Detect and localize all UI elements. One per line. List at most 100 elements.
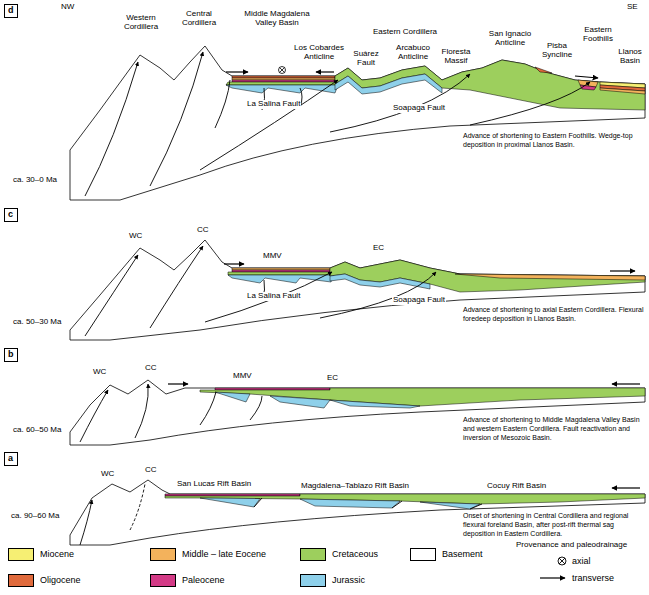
section-label: Cocuy Rift Basin xyxy=(486,482,547,491)
jurassic-layer xyxy=(200,498,260,507)
faults-c xyxy=(85,246,436,336)
fault xyxy=(254,498,262,507)
legend-swatch xyxy=(300,574,326,587)
section-label: MMV xyxy=(262,252,283,261)
legend-text: Paleocene xyxy=(182,575,225,586)
section-label: Floresta Massif xyxy=(436,48,476,66)
cretaceous-layer xyxy=(330,260,645,292)
panel-letter: a xyxy=(8,453,14,465)
legend-text: Miocene xyxy=(40,549,74,560)
fault xyxy=(130,484,145,530)
section-label: MMV xyxy=(232,372,253,381)
section-label: SE xyxy=(626,3,639,12)
eocene-layer xyxy=(455,274,645,280)
section-c xyxy=(70,240,645,340)
transverse-arrow xyxy=(610,270,635,271)
section-label: WC xyxy=(92,368,107,377)
fault xyxy=(85,255,138,336)
panel-letter: c xyxy=(8,209,14,221)
section-label: San Ignacio Anticline xyxy=(484,30,536,48)
fault xyxy=(205,272,332,322)
section-label: ca. 90–60 Ma xyxy=(10,512,60,521)
fault xyxy=(80,500,92,545)
section-label: WC xyxy=(100,470,115,479)
legend-text: Jurassic xyxy=(332,575,365,586)
panel-letter-box: a xyxy=(4,452,18,466)
jurassic-layer xyxy=(330,274,430,289)
cretaceous-layer xyxy=(200,388,645,406)
fault xyxy=(470,82,590,125)
section-label: San Lucas Rift Basin xyxy=(176,480,252,489)
section-label: EC xyxy=(326,374,339,383)
jurassic-layer xyxy=(420,502,480,509)
section-label: La Salina Fault xyxy=(246,100,301,109)
basement xyxy=(70,380,645,445)
oligocene-layer xyxy=(535,67,552,73)
faults-a xyxy=(80,484,482,545)
section-label: Central Cordillera xyxy=(176,10,222,28)
jurassic-layer xyxy=(270,396,330,408)
legend-swatch xyxy=(150,574,176,587)
transverse-arrow xyxy=(316,71,334,72)
stage-note: Advance of shortening to Eastern Foothil… xyxy=(462,132,646,150)
paleocene-layer xyxy=(232,80,335,82)
section-label: Soapaga Fault xyxy=(392,296,446,305)
paleocene-layer xyxy=(165,494,300,496)
legend-text: transverse xyxy=(572,573,614,584)
legend-text: axial xyxy=(572,556,591,567)
paleodrainage-a xyxy=(612,487,640,488)
fault xyxy=(150,52,203,186)
section-label: Suárez Fault xyxy=(350,50,382,68)
paleocene-layer xyxy=(215,388,330,390)
paleocene-layer xyxy=(232,270,330,272)
section-b xyxy=(70,380,645,445)
transverse-arrow xyxy=(168,383,188,384)
fault xyxy=(85,62,138,196)
fault xyxy=(215,80,230,128)
legend-swatch xyxy=(8,548,34,561)
panel-letter-box: b xyxy=(4,348,18,362)
stage-note: Advance of shortening to Middle Magdalen… xyxy=(462,416,646,442)
section-label: ca. 50–30 Ma xyxy=(12,318,62,327)
section-label: EC xyxy=(372,244,385,253)
stage-note: Onset of shortening in Central Cordiller… xyxy=(462,512,646,538)
section-label: CC xyxy=(144,466,158,475)
oligocene-layer xyxy=(232,76,335,78)
basement xyxy=(70,46,645,200)
section-label: Magdalena–Tablazo Rift Basin xyxy=(300,482,410,491)
section-label: Eastern Foothills xyxy=(576,26,620,44)
axial-symbol xyxy=(559,558,565,564)
legend-text: Cretaceous xyxy=(332,549,378,560)
faults-b xyxy=(80,384,262,442)
legend-swatch xyxy=(410,548,436,561)
legend-swatch xyxy=(300,548,326,561)
section-label: La Salina Fault xyxy=(246,292,301,301)
jurassic-layer xyxy=(215,392,250,402)
fault xyxy=(150,246,203,328)
cretaceous-layer xyxy=(228,272,334,275)
legend-text: Oligocene xyxy=(40,575,81,586)
section-label: Middle Magdalena Valley Basin xyxy=(236,10,318,28)
section-a xyxy=(70,480,645,545)
stage-note: Advance of shortening to axial Eastern C… xyxy=(462,306,646,324)
section-label: Provenance and paleodrainage xyxy=(515,541,628,550)
panel-letter-box: d xyxy=(4,4,18,18)
transverse-arrow xyxy=(224,263,244,264)
section-label: Western Cordillera xyxy=(118,14,164,32)
basement xyxy=(70,240,645,340)
section-label: Pisba Syncline xyxy=(538,42,576,60)
axial-symbol xyxy=(558,557,566,565)
fault xyxy=(200,392,216,425)
section-label: Arcabuco Anticline xyxy=(390,44,436,62)
section-label: ca. 60–50 Ma xyxy=(12,426,62,435)
section-label: Llanos Basin xyxy=(614,48,646,66)
transverse-arrow xyxy=(540,577,565,578)
jurassic-layer xyxy=(335,74,442,94)
section-label: Los Cobardes Anticline xyxy=(290,44,348,62)
fault xyxy=(80,390,108,442)
fault xyxy=(200,80,338,170)
panel-letter: b xyxy=(8,349,14,361)
eocene-layer xyxy=(232,78,335,80)
